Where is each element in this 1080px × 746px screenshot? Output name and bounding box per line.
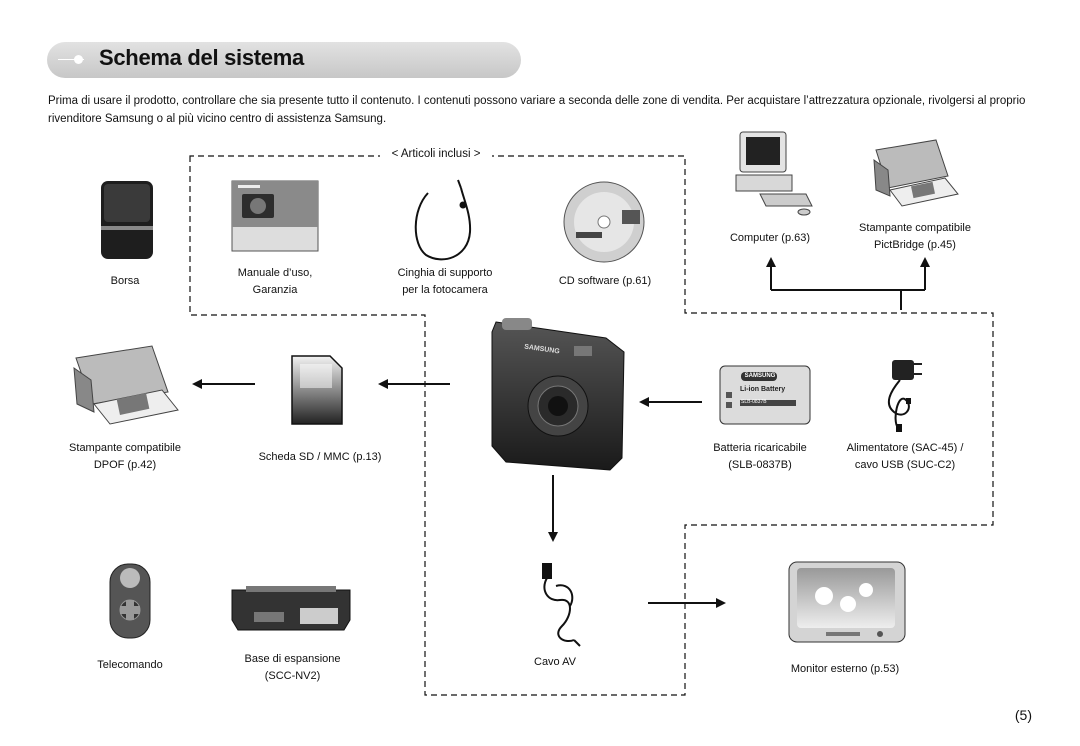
included-items-label: < Articoli inclusi > [380, 148, 492, 160]
caption-sd-card: Scheda SD / MMC (p.13) [258, 451, 382, 463]
caption-cd: CD software (p.61) [558, 275, 652, 287]
monitor-illustration [788, 561, 906, 643]
page-title: Schema del sistema [99, 45, 304, 70]
caption-strap: Cinghia di supporto per la fotocamera [397, 267, 493, 296]
cradle-illustration [231, 586, 351, 631]
camera-illustration [491, 318, 625, 471]
strap-illustration [414, 179, 472, 261]
battery-label-text: Li-ion Battery [740, 386, 786, 393]
cd-illustration [563, 181, 645, 263]
caption-cradle: Base di espansione (SCC-NV2) [244, 653, 341, 682]
caption-monitor: Monitor esterno (p.53) [790, 663, 900, 675]
adapter-illustration [887, 360, 922, 432]
page-number: (5) [1014, 707, 1032, 723]
caption-dpof-printer: Stampante compatibile DPOF (p.42) [69, 442, 181, 471]
sd-card-illustration [291, 355, 343, 425]
computer-illustration [735, 131, 813, 216]
battery-model-text: SLB-0837B [741, 399, 767, 405]
title-decoration-dot [74, 55, 83, 64]
arrow-to-computer-and-printer [771, 289, 902, 310]
intro-paragraph: Prima di usare il prodotto, controllare … [48, 95, 1026, 125]
case-illustration [101, 181, 153, 259]
caption-computer: Computer (p.63) [729, 232, 811, 244]
included-box-border [189, 155, 994, 696]
pictbridge-printer-illustration [873, 139, 959, 207]
title-bar [47, 42, 521, 78]
caption-remote: Telecomando [97, 659, 163, 671]
caption-pictbridge-printer: Stampante compatibile PictBridge (p.45) [859, 222, 971, 251]
caption-adapter: Alimentatore (SAC-45) / cavo USB (SUC-C2… [846, 442, 964, 471]
battery-brand-text: SAMSUNG [744, 373, 776, 379]
title-decoration-line [58, 59, 84, 60]
dpof-printer-illustration [73, 345, 179, 425]
caption-manual: Manuale d’uso, Garanzia [237, 267, 313, 296]
caption-case: Borsa [110, 275, 140, 287]
caption-av-cable: Cavo AV [534, 656, 576, 668]
caption-battery: Batteria ricaricabile (SLB-0837B) [713, 442, 807, 471]
remote-illustration [109, 563, 151, 639]
battery-illustration [719, 365, 811, 425]
av-cable-illustration [542, 563, 581, 647]
manual-illustration [231, 180, 319, 252]
